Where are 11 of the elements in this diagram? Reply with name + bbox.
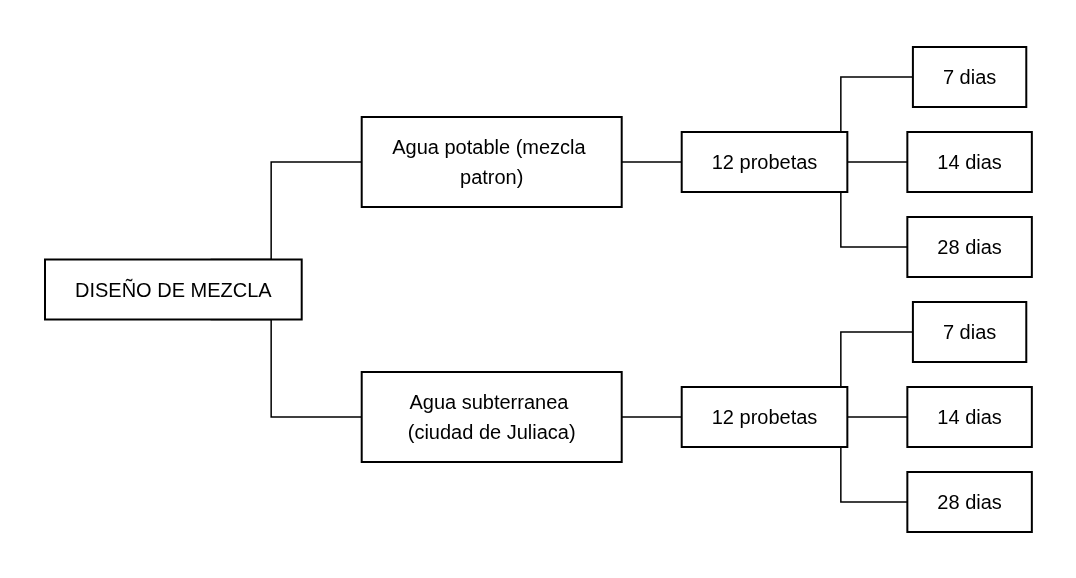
node-box: 14 dias (905, 385, 1033, 448)
node-box: 28 dias (905, 470, 1033, 533)
node-box: 7 dias (911, 45, 1027, 108)
node-box: 28 dias (905, 215, 1033, 278)
node-box: 12 probetas (680, 130, 848, 193)
node-box: DISEÑO DE MEZCLA (43, 258, 303, 320)
node-box: Agua subterranea (ciudad de Juliaca) (360, 370, 623, 463)
node-box: 14 dias (905, 130, 1033, 193)
node-box: 7 dias (911, 300, 1027, 363)
node-box: 12 probetas (680, 385, 848, 448)
node-box: Agua potable (mezcla patron) (360, 115, 623, 208)
